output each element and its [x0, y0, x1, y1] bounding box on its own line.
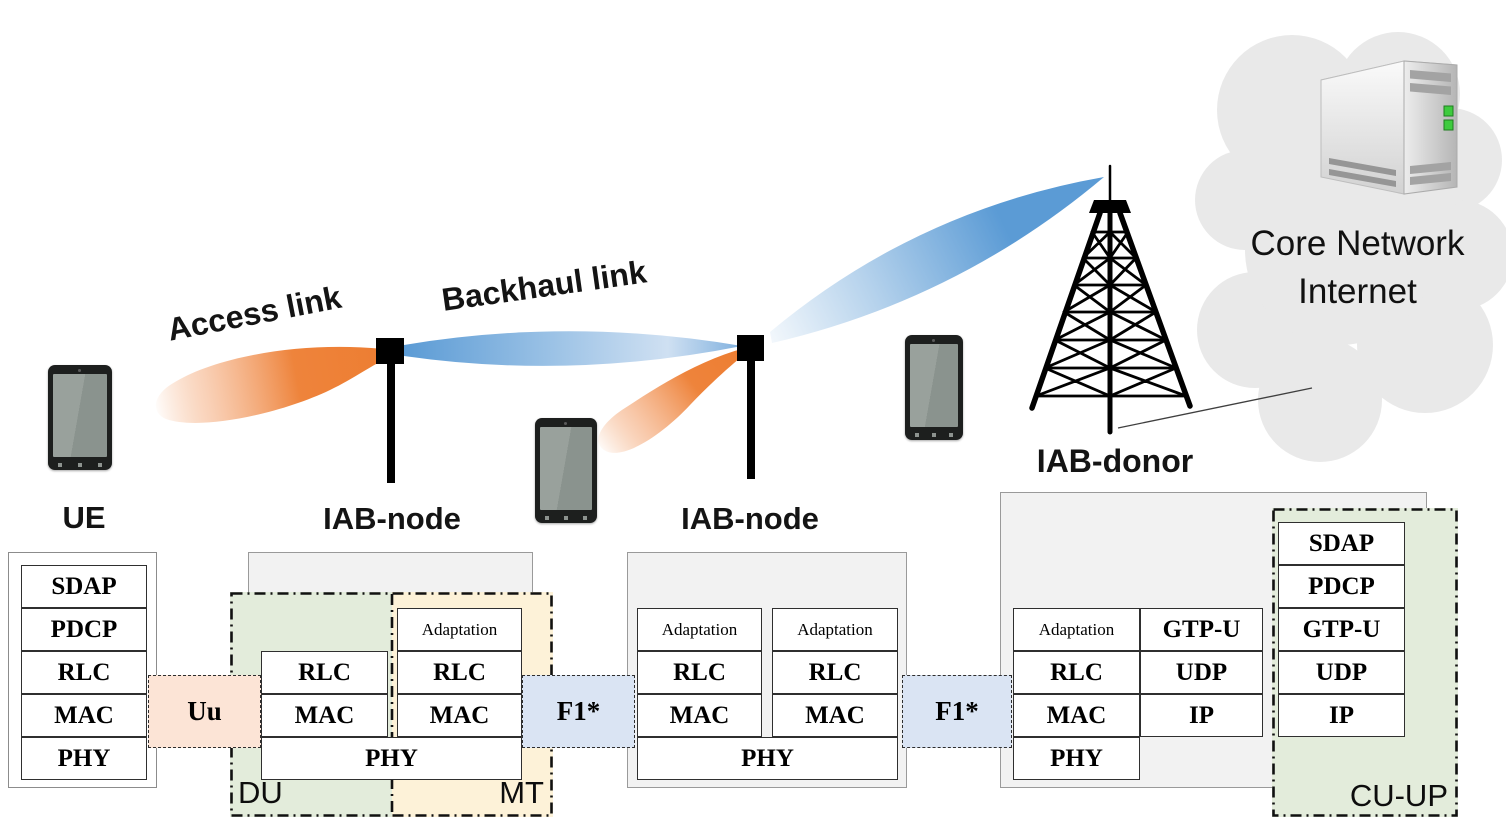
uu-interface-box: Uu — [148, 675, 261, 748]
ue-label: UE — [62, 500, 106, 535]
server-icon — [1320, 60, 1458, 195]
phone-camera-dot — [932, 339, 935, 342]
core-network-line1: Core Network — [1250, 224, 1465, 263]
mt-label: MT — [499, 775, 544, 810]
protocol-layer-box: MAC — [772, 694, 898, 737]
protocol-layer-box: SDAP — [21, 565, 147, 608]
protocol-layer-box: PHY — [637, 737, 898, 780]
radio-tower-icon — [1029, 164, 1193, 435]
core-network-line2: Internet — [1298, 272, 1417, 311]
iab-node1-label: IAB-node — [323, 501, 461, 536]
protocol-layer-box: RLC — [772, 651, 898, 694]
phone-screen — [53, 374, 107, 457]
protocol-layer-box: UDP — [1140, 651, 1263, 694]
protocol-layer-box: Adaptation — [1013, 608, 1140, 651]
protocol-layer-box: PDCP — [1278, 565, 1405, 608]
access-link-beam-icon — [155, 346, 745, 453]
protocol-layer-box: GTP-U — [1140, 608, 1263, 651]
protocol-layer-box: RLC — [637, 651, 762, 694]
phone-screen — [910, 344, 958, 427]
protocol-layer-box: MAC — [637, 694, 762, 737]
core-network-label: Core Network Internet — [1230, 220, 1485, 316]
protocol-layer-box: RLC — [397, 651, 522, 694]
f1-interface-box-right: F1* — [902, 675, 1012, 748]
protocol-layer-box: IP — [1278, 694, 1405, 737]
protocol-layer-box: Adaptation — [397, 608, 522, 651]
protocol-layer-box: PDCP — [21, 608, 147, 651]
protocol-layer-box: Adaptation — [637, 608, 762, 651]
protocol-layer-box: UDP — [1278, 651, 1405, 694]
smartphone-icon — [905, 335, 963, 440]
cu-up-label: CU-UP — [1349, 778, 1448, 813]
phone-camera-dot — [564, 422, 567, 425]
phone-camera-dot — [78, 369, 81, 372]
protocol-layer-box: RLC — [261, 651, 388, 694]
phone-nav-buttons — [58, 463, 102, 467]
phone-screen — [540, 427, 592, 510]
protocol-layer-box: PHY — [1013, 737, 1140, 780]
phone-nav-buttons — [545, 516, 587, 520]
protocol-layer-box: PHY — [21, 737, 147, 780]
backhaul-link-beam-icon — [404, 177, 1104, 366]
iab-node-antenna-icon — [737, 335, 764, 479]
iab-node-antenna-icon — [376, 338, 404, 483]
du-label: DU — [238, 775, 283, 810]
cloud-icon — [1195, 32, 1506, 462]
phone-nav-buttons — [915, 433, 953, 437]
protocol-layer-box: MAC — [397, 694, 522, 737]
protocol-layer-box: IP — [1140, 694, 1263, 737]
protocol-layer-box: MAC — [1013, 694, 1140, 737]
iab-donor-label: IAB-donor — [1036, 443, 1194, 479]
protocol-layer-box: GTP-U — [1278, 608, 1405, 651]
donor-core-connector-line — [1117, 387, 1313, 429]
iab-node2-label: IAB-node — [681, 501, 819, 536]
protocol-layer-box: PHY — [261, 737, 522, 780]
protocol-layer-box: MAC — [261, 694, 388, 737]
cu-up-region-border — [1272, 508, 1458, 817]
f1-interface-box-left: F1* — [522, 675, 635, 748]
protocol-layer-box: RLC — [21, 651, 147, 694]
smartphone-icon — [535, 418, 597, 523]
protocol-layer-box: RLC — [1013, 651, 1140, 694]
smartphone-icon — [48, 365, 112, 470]
protocol-layer-box: MAC — [21, 694, 147, 737]
protocol-layer-box: SDAP — [1278, 522, 1405, 565]
protocol-layer-box: Adaptation — [772, 608, 898, 651]
